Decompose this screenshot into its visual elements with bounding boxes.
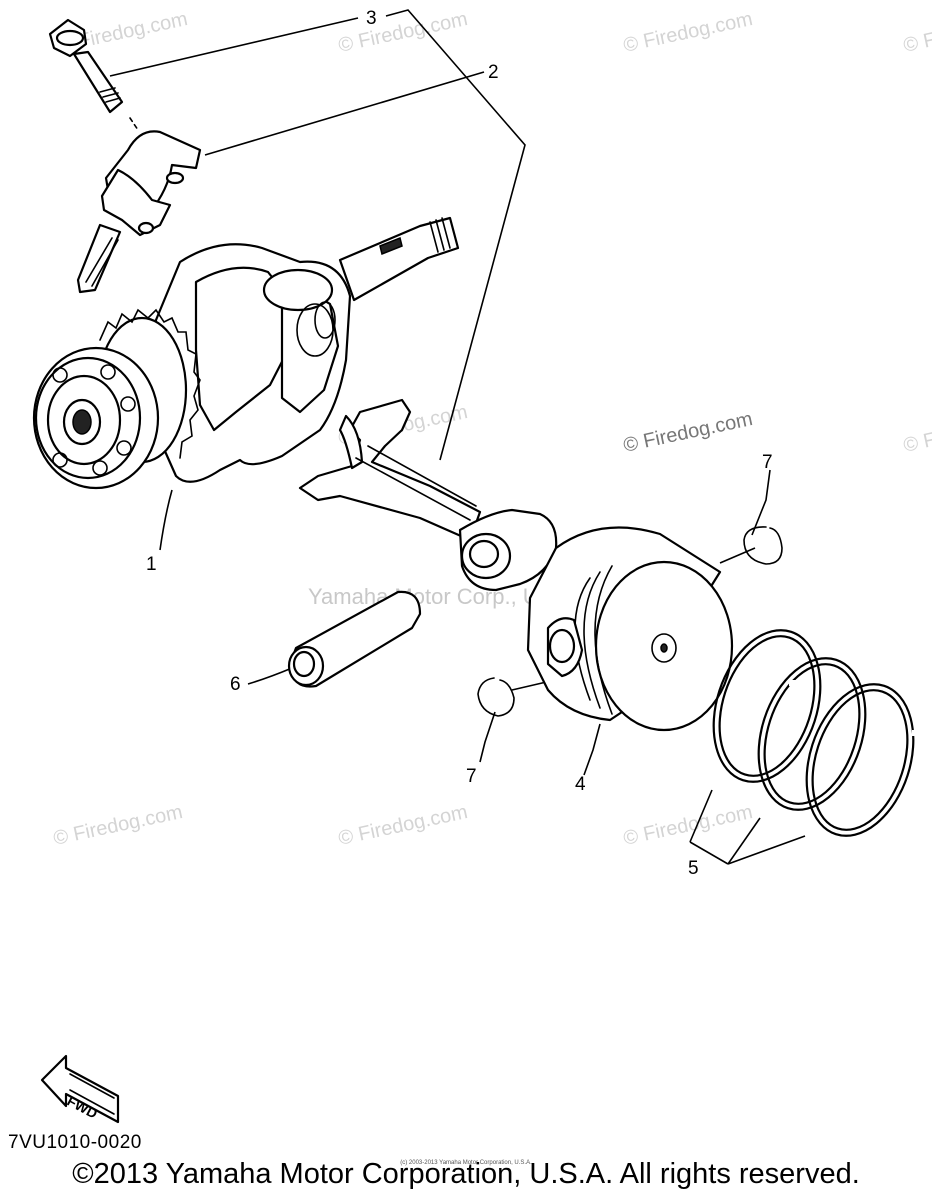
connecting-rod-icon xyxy=(298,398,558,592)
callout-4: 4 xyxy=(575,774,586,795)
fwd-arrow-icon: FWD xyxy=(40,1054,120,1124)
callout-5: 5 xyxy=(688,858,699,879)
piston-pin-icon xyxy=(287,590,422,688)
bolt-icon xyxy=(48,18,139,131)
diagram-code: 7VU1010-0020 xyxy=(8,1132,142,1153)
piston-icon xyxy=(526,526,734,732)
bearing-icon xyxy=(32,346,160,490)
callout-1: 1 xyxy=(146,554,157,575)
callout-labels: 1 2 3 4 5 6 7 7 xyxy=(146,8,773,879)
tiny-credit: (c) 2003-2013 Yamaha Motor Corporation, … xyxy=(400,1160,532,1166)
callout-2: 2 xyxy=(488,62,499,83)
watermark-firedog: © Firedog.com xyxy=(621,8,754,57)
watermark-firedog: © Firedog.com xyxy=(901,408,932,457)
circlip-icon xyxy=(477,526,783,717)
callout-6: 6 xyxy=(230,674,241,695)
watermark-firedog: © Firedog.com xyxy=(336,801,469,850)
crankshaft-icon xyxy=(32,216,460,490)
callout-7-bottom: 7 xyxy=(466,766,477,787)
watermark-firedog: © Firedog.com xyxy=(336,8,469,57)
connecting-rod-cap-icon xyxy=(76,130,202,294)
leader-lines xyxy=(109,9,806,865)
copyright-notice: ©2013 Yamaha Motor Corporation, U.S.A. A… xyxy=(72,1158,860,1190)
watermark-firedog: © Firedog.com xyxy=(621,408,754,457)
piston-ring-set-icon xyxy=(712,629,920,837)
watermark-firedog: © Firedog.com xyxy=(901,8,932,57)
watermark-firedog: © Firedog.com xyxy=(51,801,184,850)
watermark-firedog: © Firedog.com xyxy=(621,801,754,850)
callout-7-top: 7 xyxy=(762,452,773,473)
callout-3: 3 xyxy=(366,8,377,29)
